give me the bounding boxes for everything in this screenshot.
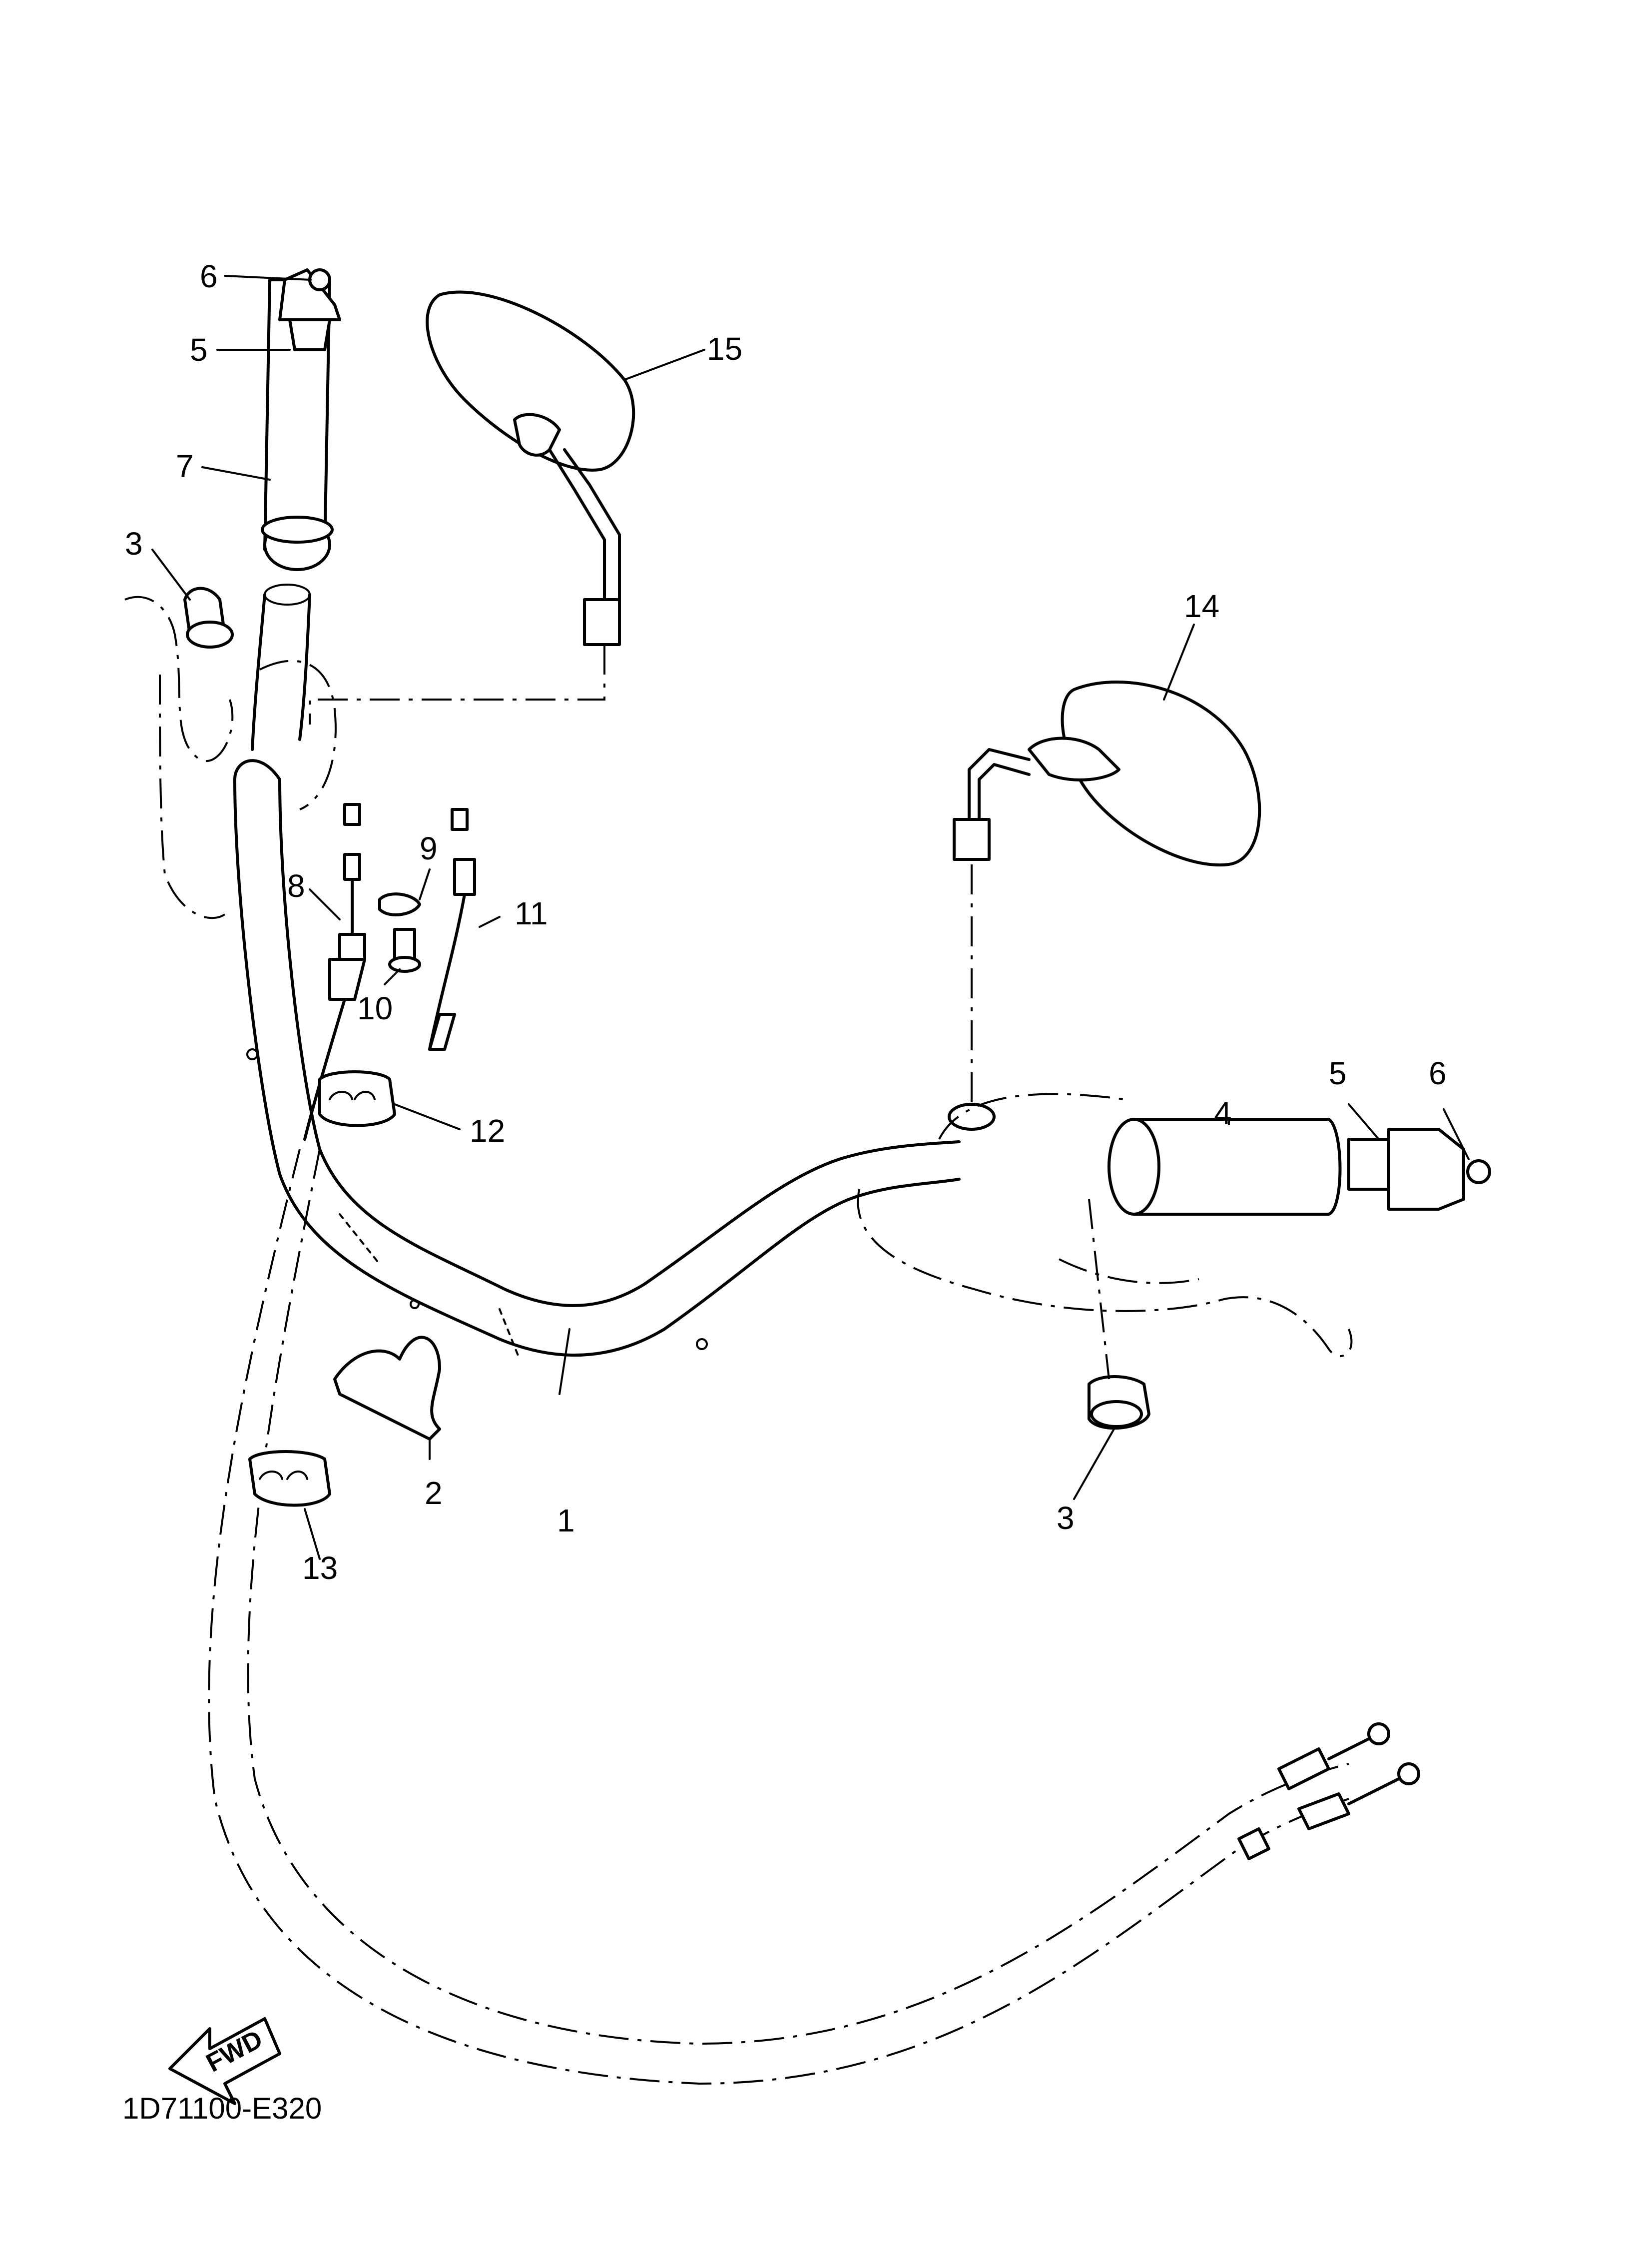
wire-clamp[interactable]	[248, 1450, 331, 1507]
callout-6-left: 6	[200, 258, 218, 294]
cable-holder[interactable]	[333, 1336, 441, 1441]
cable-joint-clip[interactable]	[378, 892, 421, 916]
throttle-cable-pull[interactable]	[303, 803, 366, 1141]
left-bar-tube	[251, 584, 311, 751]
callout-6-right: 6	[1429, 1055, 1447, 1091]
callout-5-right: 5	[1329, 1055, 1347, 1091]
left-mirror[interactable]	[309, 290, 635, 725]
callout-15: 15	[707, 331, 742, 367]
callout-1: 1	[557, 1503, 575, 1538]
callout-7: 7	[176, 448, 194, 484]
right-grip[interactable]	[1107, 1118, 1342, 1216]
callout-3-left: 3	[125, 526, 143, 562]
leader-lines	[151, 275, 1470, 1560]
left-lever-ghost	[124, 596, 337, 919]
callout-4: 4	[1214, 1095, 1232, 1131]
callout-8: 8	[287, 868, 305, 904]
left-holder-clamp[interactable]	[183, 587, 234, 649]
callout-2: 2	[425, 1475, 443, 1511]
callout-12: 12	[470, 1113, 505, 1149]
callout-13: 13	[302, 1550, 338, 1586]
left-bar-end-weight[interactable]	[278, 268, 341, 351]
clip-screw[interactable]	[388, 928, 421, 973]
callout-3-right: 3	[1057, 1500, 1075, 1536]
cable-guide-clamp[interactable]	[318, 1070, 396, 1127]
handlebar[interactable]	[233, 759, 961, 1360]
right-bar-end-screw[interactable]	[1466, 1159, 1491, 1184]
right-bar-end-weight[interactable]	[1347, 1128, 1465, 1211]
callout-5-left: 5	[190, 332, 208, 368]
forward-arrow-icon: FWD	[168, 2017, 281, 2105]
right-mirror[interactable]	[948, 681, 1261, 1131]
callout-11: 11	[515, 895, 548, 931]
callout-10: 10	[357, 990, 393, 1026]
callout-14: 14	[1184, 588, 1219, 624]
diagram-code: 1D71100-E320	[122, 2092, 322, 2125]
callout-labels: 6 5 7 3 15 14 8 9 11 10 12 4 5 6 2 1 13 …	[125, 258, 1447, 1586]
callout-9: 9	[420, 830, 438, 866]
right-lever-ghost	[857, 1093, 1353, 1358]
long-throttle-cables	[208, 1149, 1420, 2085]
right-holder-clamp[interactable]	[1088, 1199, 1150, 1430]
throttle-cable-return[interactable]	[428, 808, 476, 1051]
left-bar-end-screw[interactable]	[308, 268, 331, 291]
